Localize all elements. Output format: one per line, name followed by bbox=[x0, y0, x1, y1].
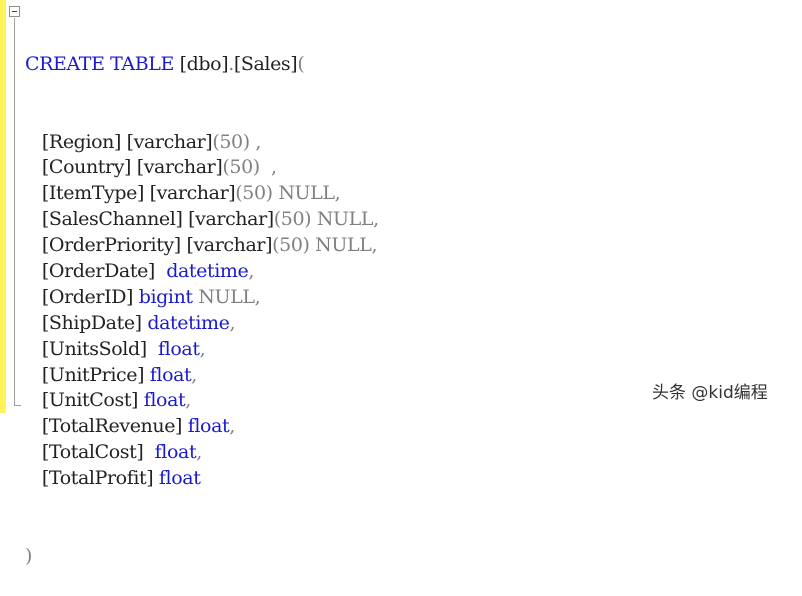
column-type: float bbox=[149, 363, 192, 386]
code-line-column: [SalesChannel] [varchar](50) NULL, bbox=[25, 207, 802, 233]
indent-space bbox=[25, 441, 42, 463]
indent-space bbox=[25, 234, 42, 256]
spacer bbox=[155, 260, 166, 282]
indent-space bbox=[25, 182, 42, 204]
trailing-comma: , bbox=[248, 259, 255, 282]
column-type: datetime bbox=[147, 311, 230, 334]
indent-space bbox=[25, 156, 42, 178]
code-line-column: [OrderDate] datetime, bbox=[25, 259, 802, 285]
indent-space bbox=[25, 260, 42, 282]
column-name: [OrderDate] bbox=[41, 259, 155, 282]
indent-space bbox=[25, 389, 42, 411]
indent-space bbox=[25, 286, 42, 308]
trailing-comma: , bbox=[371, 234, 378, 257]
dot-separator: . bbox=[228, 52, 234, 75]
column-type: [varchar] bbox=[149, 182, 236, 205]
trailing-comma: , bbox=[185, 389, 191, 412]
trailing-comma: , bbox=[259, 156, 277, 179]
indent-space bbox=[25, 208, 42, 230]
column-size: (50) bbox=[273, 208, 312, 231]
trailing-comma: , bbox=[254, 285, 261, 308]
indent-space bbox=[25, 338, 42, 360]
column-type: bigint bbox=[138, 285, 193, 308]
code-line-column: [TotalCost] float, bbox=[25, 440, 802, 466]
close-paren: ) bbox=[25, 544, 33, 567]
null-keyword: NULL bbox=[311, 208, 374, 231]
trailing-comma: , bbox=[191, 363, 197, 386]
column-name: [ItemType] bbox=[41, 182, 144, 205]
column-type: [varchar] bbox=[186, 234, 273, 257]
column-type: [varchar] bbox=[188, 208, 274, 231]
code-line-column: [TotalProfit] float bbox=[25, 466, 802, 492]
indent-space bbox=[25, 415, 42, 437]
trailing-comma: , bbox=[199, 337, 206, 360]
trailing-comma: , bbox=[373, 208, 379, 231]
column-type: [varchar] bbox=[136, 156, 223, 179]
column-size: (50) bbox=[272, 234, 310, 257]
trailing-comma: , bbox=[196, 441, 202, 464]
column-type: float bbox=[187, 415, 230, 438]
code-line-close: ) bbox=[25, 544, 802, 570]
collapse-toggle-icon[interactable] bbox=[9, 6, 20, 17]
indent-space bbox=[25, 364, 42, 386]
column-name: [OrderID] bbox=[41, 285, 134, 308]
column-size: (50) bbox=[222, 156, 260, 179]
code-line-column: [UnitPrice] float, bbox=[25, 363, 802, 389]
column-name: [TotalCost] bbox=[41, 441, 144, 464]
trailing-comma: , bbox=[229, 311, 236, 334]
code-line-column: [ItemType] [varchar](50) NULL, bbox=[25, 181, 802, 207]
column-name: [Region] bbox=[41, 130, 122, 153]
watermark: 头条 @kid编程 bbox=[652, 383, 768, 403]
change-tracking-bar bbox=[0, 0, 6, 413]
create-table-keyword: CREATE TABLE bbox=[25, 52, 174, 75]
indent-space bbox=[25, 131, 42, 153]
null-keyword: NULL bbox=[272, 182, 335, 205]
column-name: [UnitPrice] bbox=[41, 363, 145, 386]
table-name: [Sales] bbox=[233, 52, 298, 75]
code-line-column: [UnitsSold] float, bbox=[25, 337, 802, 363]
schema-name: [dbo] bbox=[179, 52, 229, 75]
open-paren: ( bbox=[297, 52, 305, 75]
column-type: [varchar] bbox=[126, 130, 213, 153]
column-name: [Country] bbox=[41, 156, 132, 179]
column-name: [TotalProfit] bbox=[41, 467, 154, 490]
indent-space bbox=[25, 467, 42, 489]
null-keyword: NULL bbox=[309, 234, 372, 257]
code-line-header: CREATE TABLE [dbo].[Sales]( bbox=[25, 52, 802, 78]
trailing-comma: , bbox=[334, 182, 341, 205]
code-line-column: [Country] [varchar](50) , bbox=[25, 155, 802, 181]
column-name: [UnitCost] bbox=[41, 389, 139, 412]
column-type: datetime bbox=[166, 259, 249, 282]
column-size: (50) bbox=[212, 130, 250, 153]
column-name: [SalesChannel] bbox=[41, 208, 183, 231]
column-size: (50) bbox=[235, 182, 273, 205]
column-type: float bbox=[158, 337, 200, 360]
code-line-column: [OrderID] bigint NULL, bbox=[25, 285, 802, 311]
null-keyword: NULL bbox=[192, 285, 255, 308]
code-line-column: [TotalRevenue] float, bbox=[25, 414, 802, 440]
column-name: [TotalRevenue] bbox=[41, 415, 183, 438]
column-type: float bbox=[154, 441, 197, 464]
code-line-column: [ShipDate] datetime, bbox=[25, 311, 802, 337]
column-name: [ShipDate] bbox=[41, 311, 142, 334]
spacer bbox=[147, 338, 158, 360]
trailing-comma: , bbox=[249, 130, 262, 153]
code-line-column: [OrderPriority] [varchar](50) NULL, bbox=[25, 233, 802, 259]
code-line-column: [UnitCost] float, bbox=[25, 388, 802, 414]
column-name: [OrderPriority] bbox=[41, 234, 181, 257]
column-type: float bbox=[158, 467, 201, 490]
outline-guide-end bbox=[14, 405, 21, 406]
column-name: [UnitsSold] bbox=[41, 337, 147, 360]
code-line-column: [Region] [varchar](50) , bbox=[25, 130, 802, 156]
code-editor[interactable]: CREATE TABLE [dbo].[Sales]( [Region] [va… bbox=[25, 0, 802, 596]
trailing-comma: , bbox=[229, 415, 235, 438]
indent-space bbox=[25, 312, 42, 334]
column-type: float bbox=[143, 389, 186, 412]
outline-guide-line bbox=[14, 18, 15, 406]
spacer bbox=[143, 441, 154, 463]
